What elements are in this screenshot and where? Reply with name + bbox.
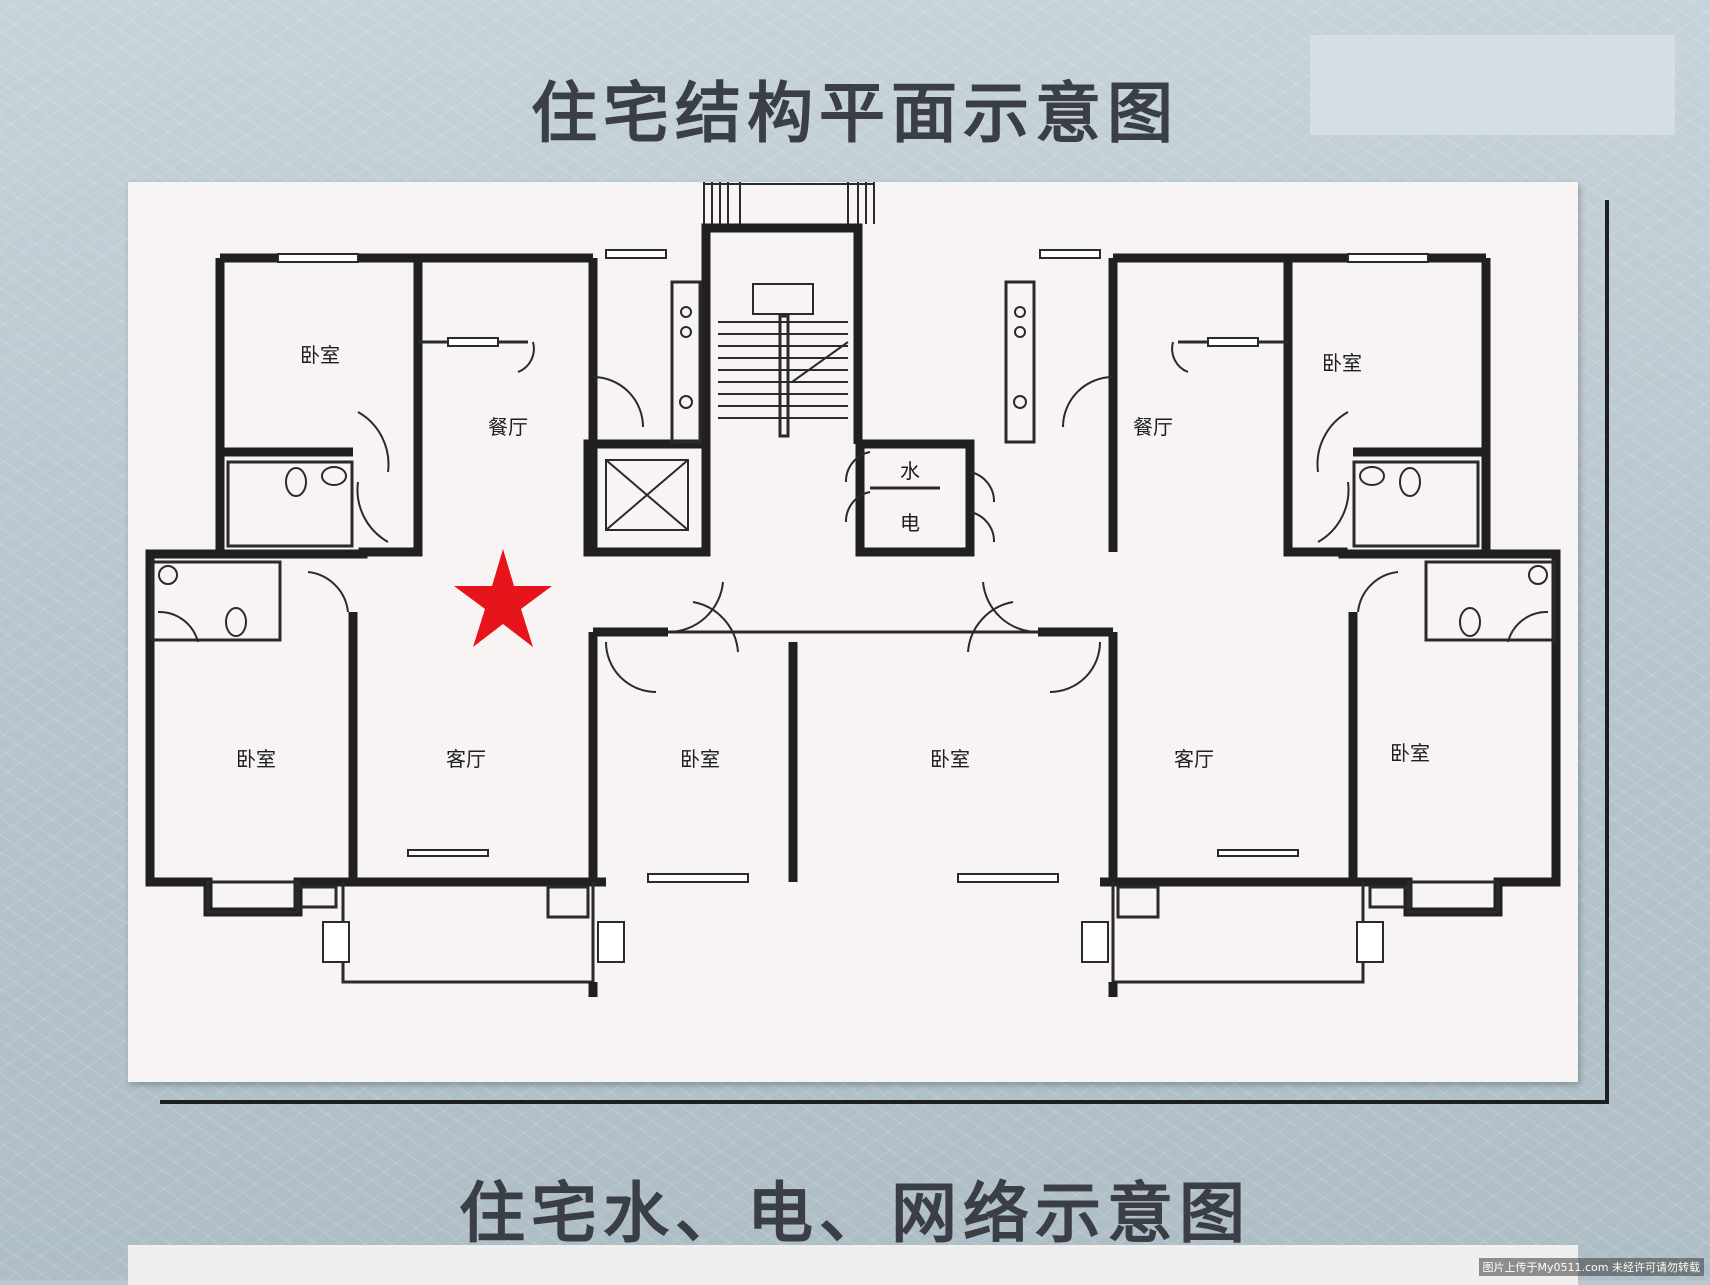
left-dining-label: 餐厅 xyxy=(488,415,528,439)
right-bedroom-middle-label: 卧室 xyxy=(930,747,970,771)
right-living-label: 客厅 xyxy=(1174,747,1214,771)
right-bedroom-bottom-label: 卧室 xyxy=(1390,741,1430,765)
red-star-marker xyxy=(454,549,552,647)
left-living-label: 客厅 xyxy=(446,747,486,771)
electric-shaft-label: 电 xyxy=(900,511,920,535)
left-bedroom-bottom-label: 卧室 xyxy=(236,747,276,771)
stair-railing xyxy=(703,182,875,224)
right-unit xyxy=(967,249,1561,997)
left-bedroom-top-label: 卧室 xyxy=(300,343,340,367)
left-bedroom-middle-label: 卧室 xyxy=(680,747,720,771)
floor-plan-drawing: 水 电 xyxy=(145,182,1561,997)
stairwell xyxy=(701,223,863,444)
plan-title: 住宅结构平面示意图 xyxy=(531,74,1179,152)
right-dining-label: 餐厅 xyxy=(1133,415,1173,439)
utilities-title: 住宅水、电、网络示意图 xyxy=(459,1174,1251,1252)
watermark-overlay xyxy=(1310,35,1675,135)
floor-plan-sheet: 水 电 xyxy=(128,182,1578,1082)
lower-sheet-edge xyxy=(128,1245,1578,1285)
left-unit xyxy=(145,249,739,997)
utility-shafts: 水 电 xyxy=(844,439,996,557)
water-shaft-label: 水 xyxy=(900,459,920,483)
plan-frame-shadow xyxy=(160,200,1609,1104)
photo-credit: 图片上传于My0511.com 未经许可请勿转载 xyxy=(1478,1258,1704,1276)
right-bedroom-top-label: 卧室 xyxy=(1322,351,1362,375)
elevator-shaft xyxy=(583,439,711,557)
central-corridor xyxy=(593,581,1113,883)
